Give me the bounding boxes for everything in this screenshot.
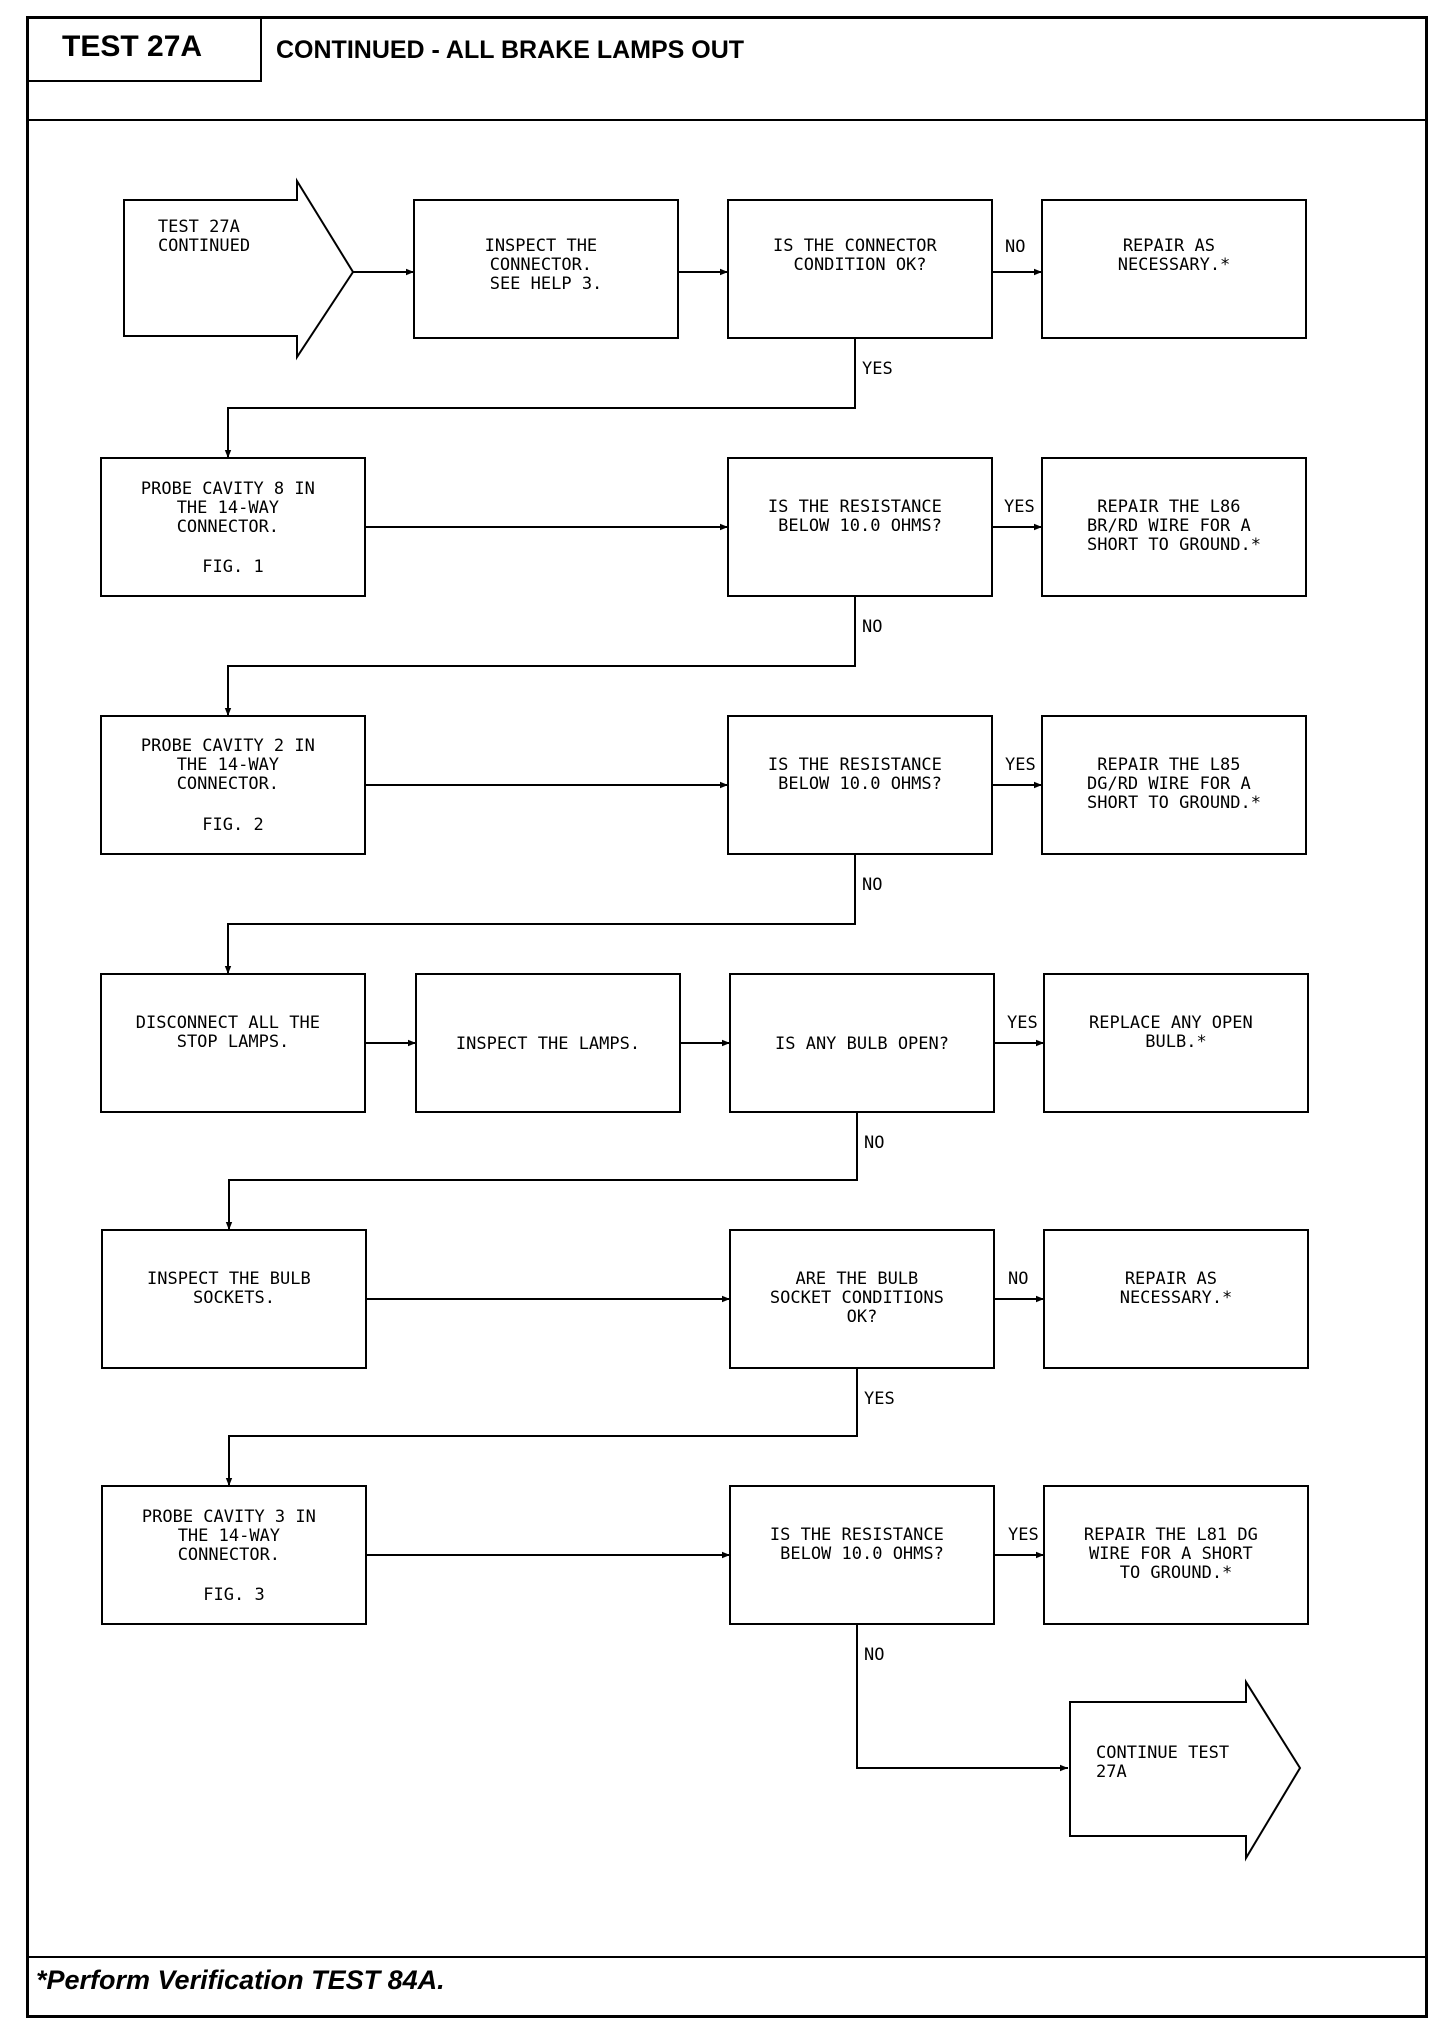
test-number-label: TEST 27A <box>26 16 262 82</box>
branch-label-row3: YES <box>1005 755 1036 775</box>
resistance-question-2-text: IS THE RESISTANCE BELOW 10.0 OHMS? <box>768 755 952 794</box>
bulb-open-text: IS ANY BULB OPEN? <box>775 1034 949 1054</box>
branch-label-row2: YES <box>1004 497 1035 517</box>
branch-label-row1: NO <box>1005 237 1025 257</box>
probe-cavity-8-step <box>100 457 366 597</box>
bulb-open-question <box>729 973 995 1113</box>
probe-cavity-3-text: PROBE CAVITY 3 IN THE 14-WAY CONNECTOR. … <box>142 1507 326 1605</box>
probe-cavity-2-text: PROBE CAVITY 2 IN THE 14-WAY CONNECTOR. … <box>141 736 325 835</box>
down-label-row2: NO <box>862 617 882 637</box>
footer-divider <box>26 1956 1428 1958</box>
replace-bulb-text: REPLACE ANY OPEN BULB.* <box>1089 1013 1263 1052</box>
inspect-bulb-sockets-text: INSPECT THE BULB SOCKETS. <box>147 1269 321 1308</box>
repair-sockets-text: REPAIR AS NECESSARY.* <box>1120 1269 1233 1308</box>
connector-row3-down <box>224 854 856 974</box>
start-arrow-shape <box>123 177 355 361</box>
repair-l85-action <box>1041 715 1307 855</box>
branch-label-row4: YES <box>1007 1013 1038 1033</box>
repair-sockets-action <box>1043 1229 1309 1369</box>
disconnect-stop-lamps-text: DISCONNECT ALL THE STOP LAMPS. <box>136 1013 330 1052</box>
replace-bulb-action <box>1043 973 1309 1113</box>
inspect-connector-step <box>413 199 679 339</box>
connector-condition-question <box>727 199 993 339</box>
socket-condition-question <box>729 1229 995 1369</box>
down-label-row1: YES <box>862 359 893 379</box>
down-label-row4: NO <box>864 1133 884 1153</box>
repair-l85-text: REPAIR THE L85 DG/RD WIRE FOR A SHORT TO… <box>1087 755 1261 813</box>
connector-row6-to-end <box>856 1624 1068 1772</box>
down-label-row5: YES <box>864 1389 895 1409</box>
connector-row2-down <box>224 596 856 716</box>
page-title: CONTINUED - ALL BRAKE LAMPS OUT <box>276 36 745 64</box>
connector-row5-down <box>225 1368 858 1486</box>
end-arrow-shape <box>1069 1678 1302 1862</box>
repair-l86-text: REPAIR THE L86 BR/RD WIRE FOR A SHORT TO… <box>1087 497 1261 555</box>
start-label: TEST 27A CONTINUED <box>158 217 250 256</box>
repair-connector-action <box>1041 199 1307 339</box>
resistance-question-3-text: IS THE RESISTANCE BELOW 10.0 OHMS? <box>770 1525 954 1564</box>
connector-row4-down <box>225 1112 858 1230</box>
inspect-lamps-text: INSPECT THE LAMPS. <box>456 1034 640 1054</box>
inspect-connector-text: INSPECT THE CONNECTOR. SEE HELP 3. <box>485 236 608 294</box>
inspect-lamps-step <box>415 973 681 1113</box>
header-divider <box>26 119 1428 121</box>
down-label-row3: NO <box>862 875 882 895</box>
probe-cavity-3-step <box>101 1485 367 1625</box>
footer-note: *Perform Verification TEST 84A. <box>36 1965 445 1995</box>
repair-l81-action <box>1043 1485 1309 1625</box>
repair-l86-action <box>1041 457 1307 597</box>
inspect-bulb-sockets-step <box>101 1229 367 1369</box>
branch-label-row6: YES <box>1008 1525 1039 1545</box>
repair-l81-text: REPAIR THE L81 DG WIRE FOR A SHORT TO GR… <box>1084 1525 1268 1583</box>
socket-condition-text: ARE THE BULB SOCKET CONDITIONS OK? <box>770 1269 954 1327</box>
page-frame <box>26 16 1428 2018</box>
connector-row1-down <box>224 338 856 458</box>
repair-connector-text: REPAIR AS NECESSARY.* <box>1118 236 1231 275</box>
down-label-row6: NO <box>864 1645 884 1665</box>
connector-condition-text: IS THE CONNECTOR CONDITION OK? <box>773 236 947 275</box>
probe-cavity-8-text: PROBE CAVITY 8 IN THE 14-WAY CONNECTOR. … <box>141 479 325 577</box>
disconnect-stop-lamps-step <box>100 973 366 1113</box>
branch-label-row5: NO <box>1008 1269 1028 1289</box>
end-label: CONTINUE TEST 27A <box>1096 1743 1239 1782</box>
resistance-question-1-text: IS THE RESISTANCE BELOW 10.0 OHMS? <box>768 497 952 536</box>
